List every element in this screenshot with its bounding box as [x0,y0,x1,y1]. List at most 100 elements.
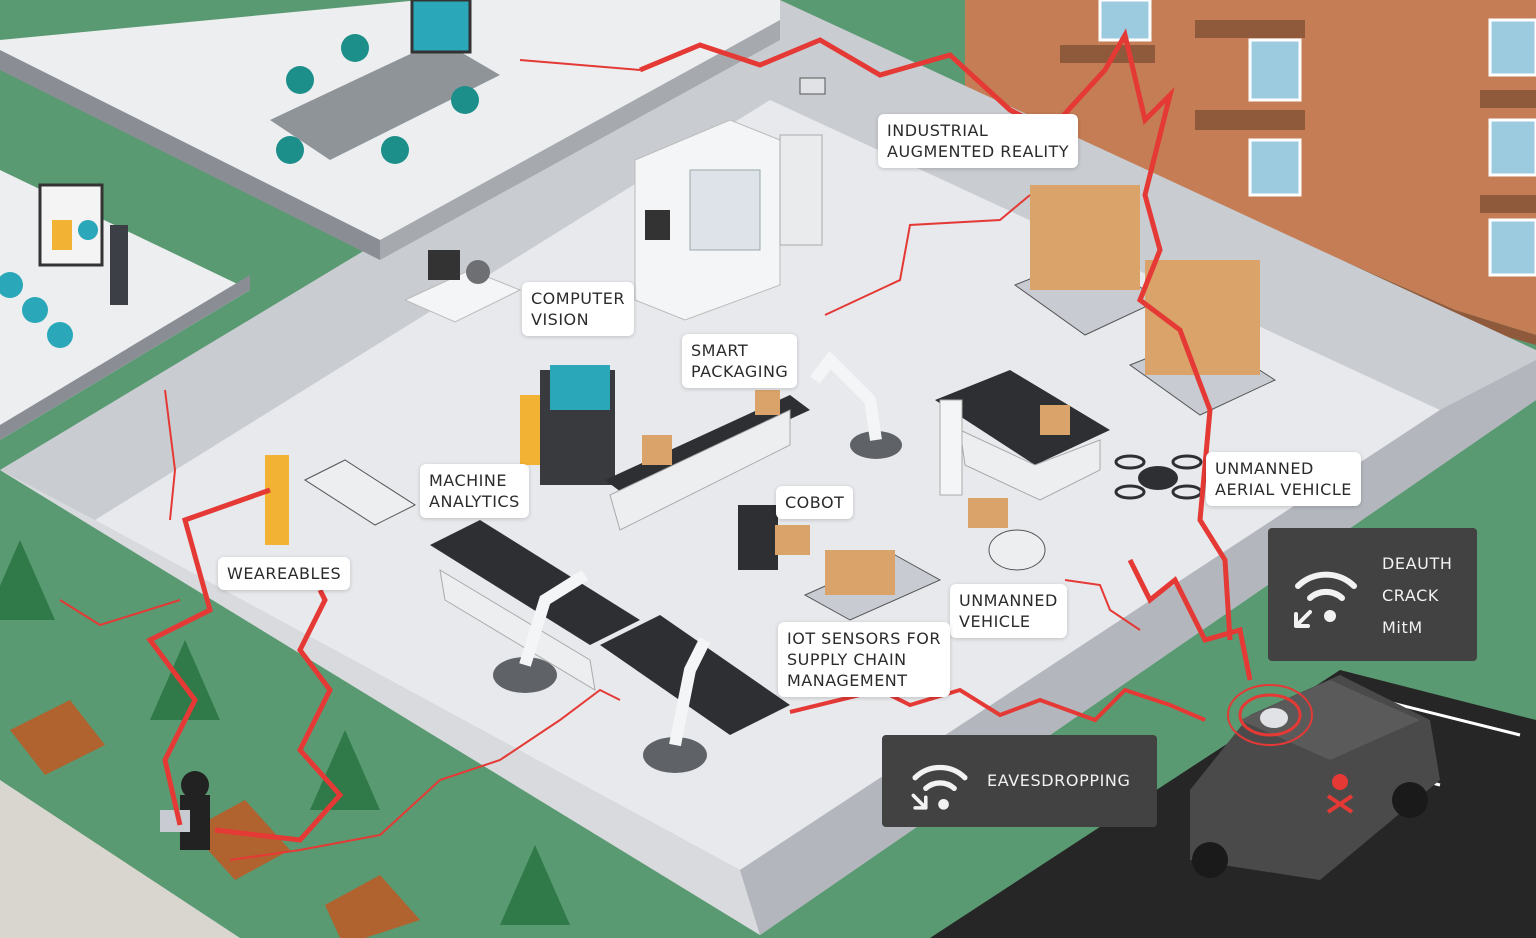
wifi-dot [938,799,949,810]
office-wall [0,50,380,260]
video-call-screen [410,0,472,54]
box [968,498,1008,528]
agv-robots [265,455,1046,621]
box [775,525,810,555]
van-wheel [1392,782,1428,818]
label-line: SUPPLY CHAIN [787,650,907,669]
attack-list: DEAUTH CRACK MitM [1382,548,1453,644]
label-line: UNMANNED [1215,459,1314,478]
box [1040,405,1070,435]
box [642,435,672,465]
building-balconies [1060,20,1536,213]
wifi-arc [1295,571,1357,589]
tree [150,640,220,720]
meeting-table [270,40,500,160]
bench [190,800,290,880]
balcony [1060,45,1155,63]
box-stack [825,550,895,595]
cobot-body [738,505,778,570]
security-camera [799,77,826,95]
balcony [1195,110,1305,130]
drone [1114,454,1203,500]
label-weareables: WEAREABLES [218,557,351,590]
wifi-attack-icon [1294,571,1357,628]
attack-line-van-left [789,687,1206,723]
attack-crack: CRACK [1382,586,1439,605]
window [1488,218,1536,277]
attack-line-hacker-3 [59,599,181,627]
label-unmanned-vehicle: UNMANNED VEHICLE [950,584,1067,638]
presenter [110,225,128,305]
box-stack [1030,185,1140,290]
attack-line-wall [164,389,177,521]
meeting-people [276,34,479,164]
robot-arm [519,569,589,667]
rotor [1171,454,1203,470]
robot-base [493,657,557,693]
label-line: VISION [531,310,590,329]
attacker-van [1190,675,1440,880]
van-wheel [1192,842,1228,878]
rotor [1114,484,1146,500]
person [0,272,23,298]
conveyor-base [959,429,1101,501]
window [1488,18,1536,77]
crossbone [1326,794,1354,814]
office-wall-2 [380,20,780,260]
attack-line-hacker-2 [214,588,344,843]
server-rack [779,134,823,246]
label-unmanned-aerial-vehicle: UNMANNED AERIAL VEHICLE [1206,452,1361,506]
label-industrial-augmented-reality: INDUSTRIAL AUGMENTED REALITY [878,114,1079,168]
wifi-arc [912,764,968,781]
park [0,540,570,938]
tree [310,730,380,810]
attack-lines [59,28,1253,861]
unmanned-vehicle-body [988,529,1046,571]
radar-wave [1238,693,1302,737]
worker [520,395,540,465]
control-kiosk [520,365,615,485]
robot-arm-center [810,350,902,459]
enclosed-3d-printer [634,119,781,321]
person [451,86,479,114]
label-line: COMPUTER [531,289,625,308]
wifi-arc [923,780,957,791]
window [1248,138,1302,197]
office-wall-3 [0,275,250,440]
window [1488,118,1536,177]
arrow [911,793,928,810]
label-iot-sensors: IOT SENSORS FOR SUPPLY CHAIN MANAGEMENT [778,622,950,697]
box [755,390,780,415]
attack-line-hacker-4 [229,688,621,861]
tree [0,540,55,620]
conveyor-right [935,370,1110,501]
operator [466,260,490,284]
label-line: INDUSTRIAL [887,121,989,140]
machine-panel [645,210,670,240]
wifi-eavesdrop-icon [911,764,968,810]
machine-window [689,169,761,251]
window [1248,38,1302,102]
audience [0,272,73,348]
board-pie [78,220,98,240]
balcony [1195,20,1305,38]
conveyor-packaging [605,390,810,531]
robot-arm [810,350,882,441]
arrow [1294,610,1312,628]
worker [939,399,963,496]
board-chart [52,220,72,250]
label-line: PACKAGING [691,362,789,381]
robot-base [850,431,902,459]
computer-desk [403,250,522,323]
radar-dish [1260,708,1288,728]
balcony [1480,195,1536,213]
label-computer-vision: COMPUTER VISION [522,282,634,336]
hacker [181,771,209,799]
label-line: MACHINE [429,471,507,490]
conveyor-base [609,409,791,531]
label-line: COBOT [785,493,845,512]
conveyor [605,395,810,495]
person [286,66,314,94]
attack-mitm: MitM [1382,618,1423,637]
